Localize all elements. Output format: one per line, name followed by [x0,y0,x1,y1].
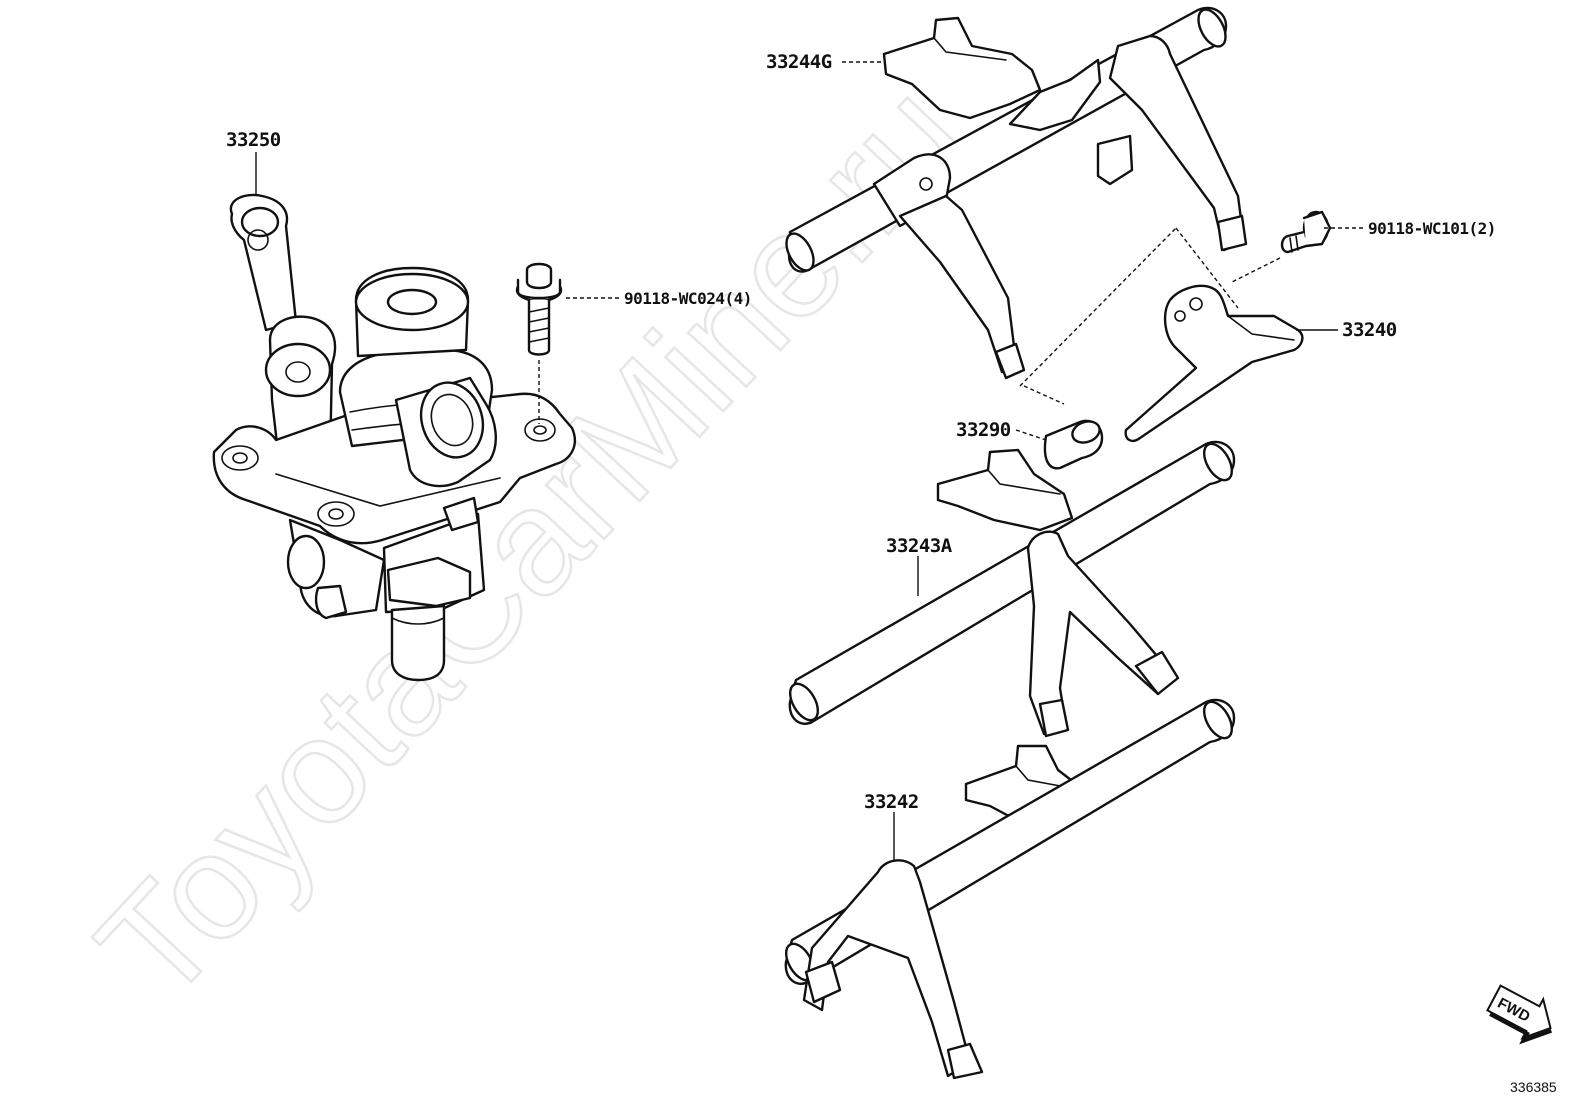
part-33250-shift-lever-housing[interactable] [212,193,577,682]
part-33240-interlock[interactable] [1124,284,1304,442]
part-33290-pin[interactable] [1043,418,1104,470]
figure-number: 336385 [1510,1079,1557,1095]
part-33243a-shift-fork[interactable] [784,439,1237,738]
label-33244g[interactable]: 33244G [766,51,832,73]
label-33242[interactable]: 33242 [864,791,919,813]
label-90118-wc101[interactable]: 90118-WC101(2) [1368,219,1496,238]
label-90118-wc024[interactable]: 90118-WC024(4) [624,289,752,308]
part-90118-wc101-bolt[interactable] [1280,210,1332,254]
fork-33244g-pin-line-a [1019,227,1177,387]
label-33240[interactable]: 33240 [1342,319,1397,341]
bolt-90118-wc101-install-line [1231,257,1281,283]
label-33290[interactable]: 33290 [956,419,1011,441]
fwd-arrow: FWD [1486,984,1553,1045]
part-33244g-shift-fork[interactable] [781,5,1248,380]
part-labels: 33250 90118-WC024(4) 33244G 90118-WC101(… [226,51,1496,813]
fork-33244g-pin-line-c [1023,385,1065,405]
label-33243a[interactable]: 33243A [886,535,953,557]
fork-33244g-pin-line-b [1175,227,1239,309]
leader-lines [255,61,1364,862]
part-90118-wc024-bolt[interactable] [515,262,563,356]
part-33242-shift-fork[interactable] [780,697,1237,1080]
label-33250[interactable]: 33250 [226,129,281,151]
